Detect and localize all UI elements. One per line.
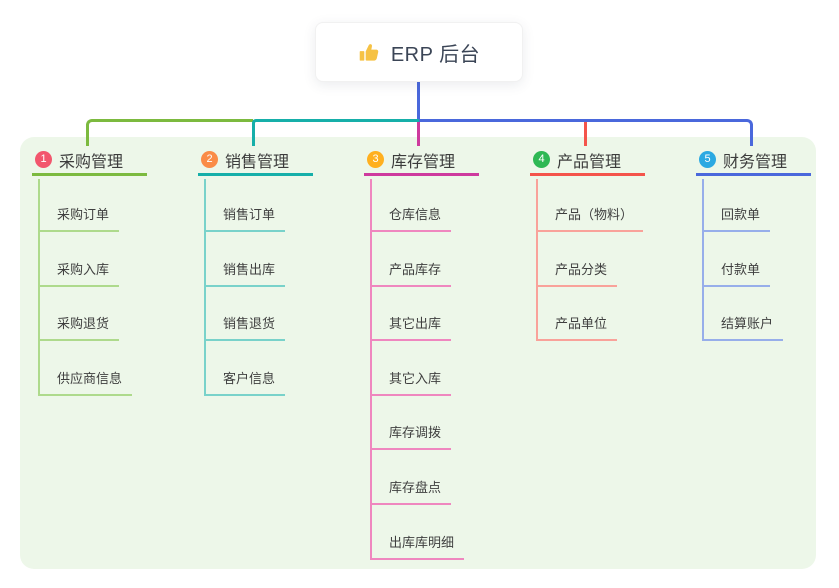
- child-node-stock-count[interactable]: 库存盘点: [370, 480, 452, 505]
- connector-branch1: [86, 119, 253, 146]
- branch-badge-2: 2: [201, 151, 218, 168]
- branch-spine: [204, 179, 206, 396]
- thumbs-up-icon: [358, 41, 381, 64]
- branch-node-purchase[interactable]: 1 采购管理: [32, 146, 147, 176]
- root-connector-line: [417, 82, 420, 120]
- child-node-supplier-info[interactable]: 供应商信息: [38, 371, 133, 396]
- child-node-purchase-return[interactable]: 采购退货: [38, 316, 120, 341]
- child-node-customer-info[interactable]: 客户信息: [204, 371, 286, 396]
- branch-badge-4: 4: [533, 151, 550, 168]
- branch-node-sales[interactable]: 2 销售管理: [198, 146, 313, 176]
- branch-purchase: 1 采购管理 采购订单 采购入库 采购退货 供应商信息: [32, 146, 207, 396]
- child-node-product-stock[interactable]: 产品库存: [370, 262, 452, 287]
- child-node-receipt-order[interactable]: 回款单: [702, 207, 771, 232]
- child-node-purchase-inbound[interactable]: 采购入库: [38, 262, 120, 287]
- branch-inventory: 3 库存管理 仓库信息 产品库存 其它出库 其它入库 库存调拨 库存盘点 出库库…: [364, 146, 539, 560]
- child-node-stock-transfer[interactable]: 库存调拨: [370, 425, 452, 450]
- branch-badge-5: 5: [699, 151, 716, 168]
- child-node-product-material[interactable]: 产品（物料）: [536, 207, 644, 232]
- branch-node-product[interactable]: 4 产品管理: [530, 146, 645, 176]
- connector-branch2: [252, 119, 420, 146]
- branch-badge-3: 3: [367, 151, 384, 168]
- branch-label: 销售管理: [225, 153, 290, 171]
- branch-spine: [536, 179, 538, 341]
- branch-label: 产品管理: [557, 153, 622, 171]
- child-node-outbound-detail[interactable]: 出库库明细: [370, 535, 465, 560]
- branch-node-inventory[interactable]: 3 库存管理: [364, 146, 479, 176]
- child-node-product-category[interactable]: 产品分类: [536, 262, 618, 287]
- child-node-sales-order[interactable]: 销售订单: [204, 207, 286, 232]
- child-node-product-unit[interactable]: 产品单位: [536, 316, 618, 341]
- branch-spine: [38, 179, 40, 396]
- branch-label: 库存管理: [391, 153, 456, 171]
- child-node-other-inbound[interactable]: 其它入库: [370, 371, 452, 396]
- branch-product: 4 产品管理 产品（物料） 产品分类 产品单位: [530, 146, 705, 341]
- branch-label: 采购管理: [59, 153, 124, 171]
- child-node-sales-outbound[interactable]: 销售出库: [204, 262, 286, 287]
- root-node-title: ERP 后台: [390, 43, 481, 66]
- branches-background-panel: [20, 137, 816, 569]
- branch-sales: 2 销售管理 销售订单 销售出库 销售退货 客户信息: [198, 146, 373, 396]
- branch-badge-1: 1: [35, 151, 52, 168]
- branch-label: 财务管理: [723, 153, 788, 171]
- branch-spine: [370, 179, 372, 560]
- branch-spine: [702, 179, 704, 341]
- child-node-sales-return[interactable]: 销售退货: [204, 316, 286, 341]
- connector-branch3: [417, 122, 420, 146]
- child-node-settlement-account[interactable]: 结算账户: [702, 316, 784, 341]
- connector-branch5: [419, 119, 753, 146]
- child-node-other-outbound[interactable]: 其它出库: [370, 316, 452, 341]
- branch-node-finance[interactable]: 5 财务管理: [696, 146, 811, 176]
- child-node-payment-order[interactable]: 付款单: [702, 262, 771, 287]
- branch-finance: 5 财务管理 回款单 付款单 结算账户: [696, 146, 839, 341]
- child-node-warehouse-info[interactable]: 仓库信息: [370, 207, 452, 232]
- root-node-erp-backend[interactable]: ERP 后台: [315, 22, 523, 82]
- child-node-purchase-order[interactable]: 采购订单: [38, 207, 120, 232]
- connector-branch4: [584, 122, 587, 146]
